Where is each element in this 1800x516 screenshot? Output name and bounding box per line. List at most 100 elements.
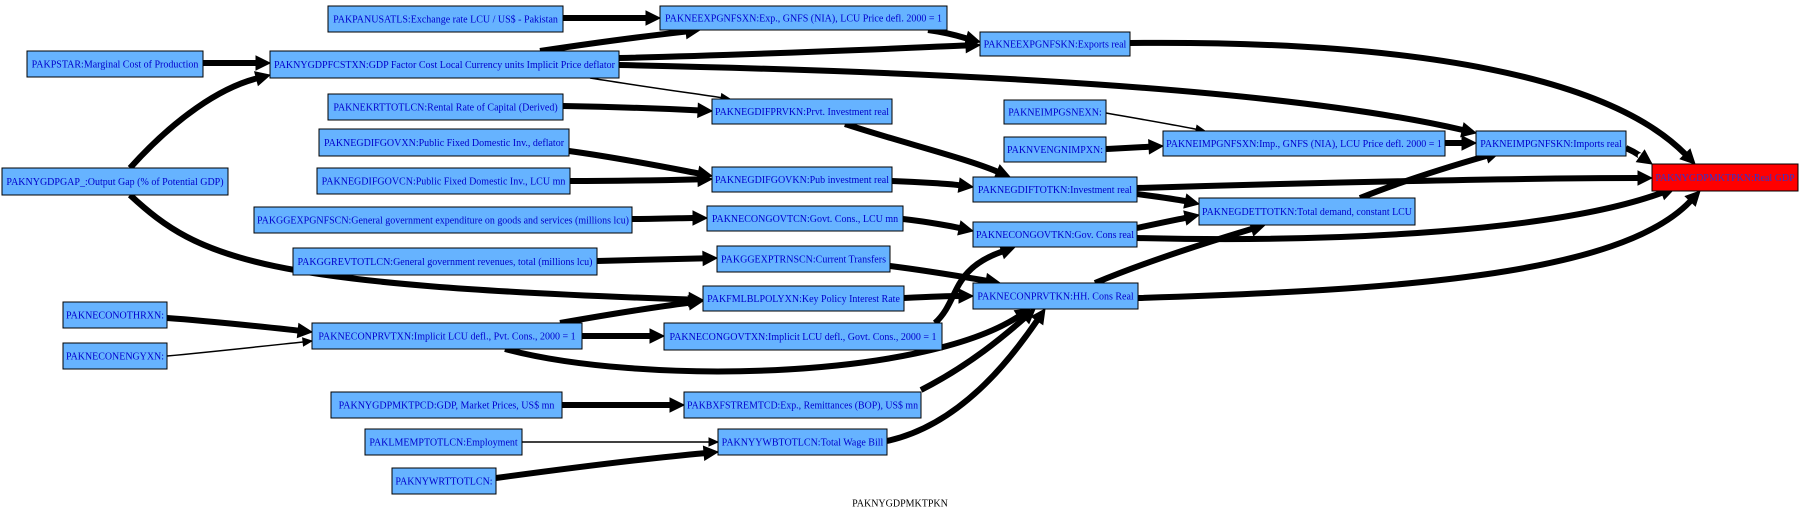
node-label: PAKNVENGNIMPXN: bbox=[1007, 145, 1103, 156]
edge-line bbox=[927, 27, 968, 42]
node-paknegdiftotkn[interactable]: PAKNEGDIFTOTKN:Investment real bbox=[972, 176, 1138, 203]
edge-line bbox=[902, 216, 960, 231]
edge-line bbox=[127, 192, 690, 303]
node-box bbox=[979, 31, 1131, 57]
node-paklmemptotlcn[interactable]: PAKLMEMPTOTLCN:Employment bbox=[364, 428, 523, 456]
node-pakfmlblpolyxn[interactable]: PAKFMLBLPOLYXN:Key Policy Interest Rate bbox=[702, 285, 905, 312]
node-pakneconkovtkn[interactable]: PAKNECONGOVTKN:Gov. Cons real bbox=[972, 221, 1138, 248]
edge-line bbox=[1136, 214, 1186, 231]
edge-line bbox=[889, 263, 987, 284]
edge-pakneimpgsnexn-to-pakneimpgnfsxn bbox=[1105, 112, 1207, 134]
node-paknygdpmktpkn[interactable]: PAKNYGDPMKTPKN:Real GDP bbox=[1651, 163, 1799, 192]
node-box bbox=[717, 428, 888, 456]
node-box bbox=[702, 285, 905, 312]
edge-pakneconothrxn-to-pakneconprvtxn bbox=[166, 315, 314, 339]
node-label: PAKNECONPRVTKN:HH. Cons Real bbox=[977, 291, 1134, 302]
node-label: PAKNEEXPGNFSKN:Exports real bbox=[984, 39, 1127, 50]
arrowhead-icon bbox=[1183, 193, 1201, 209]
edge-pakfmlblpolyxn-to-pakneconprvtkn bbox=[903, 288, 975, 304]
edge-pakneimpgnfsxn-to-pakneimpgnfskn bbox=[1444, 135, 1478, 151]
arrowhead-icon bbox=[1679, 148, 1696, 165]
node-box bbox=[269, 50, 620, 79]
arrowhead-icon bbox=[965, 37, 982, 54]
node-paknekrttotlcn[interactable]: PAKNEKRTTOTLCN:Rental Rate of Capital (D… bbox=[327, 93, 564, 121]
node-label: PAKGGREVTOTLCN:General government revenu… bbox=[298, 257, 593, 268]
node-paknegdifgovcn[interactable]: PAKNEGDIFGOVCN:Public Fixed Domestic Inv… bbox=[316, 167, 571, 195]
edge-pakneconengyxn-to-pakneconprvtxn bbox=[166, 337, 314, 357]
edge-line bbox=[891, 178, 960, 189]
node-pakneconkovtcn[interactable]: PAKNECONGOVTCN:Govt. Cons., LCU mn bbox=[706, 205, 904, 232]
node-label: PAKNEGDIFGOVXN:Public Fixed Domestic Inv… bbox=[324, 138, 565, 149]
edge-line bbox=[1105, 143, 1150, 152]
node-label: PAKGGEXPTRNSCN:Current Transfers bbox=[721, 254, 886, 265]
node-pakneconengyxn[interactable]: PAKNECONENGYXN: bbox=[62, 342, 168, 370]
node-box bbox=[292, 247, 598, 276]
node-pakggrevtotlcn[interactable]: PAKGGREVTOTLCN:General government revenu… bbox=[292, 247, 598, 276]
edge-line bbox=[166, 341, 304, 357]
edge-line bbox=[539, 28, 687, 54]
node-label: PAKPSTAR:Marginal Cost of Production bbox=[32, 59, 199, 70]
arrowhead-icon bbox=[302, 337, 314, 347]
node-box bbox=[62, 342, 168, 370]
edge-line bbox=[1105, 112, 1197, 130]
edge-pakpanusatls-to-pakneexpgnfsxn bbox=[563, 10, 662, 26]
edge-pakneconprvtxn-to-pakneconkovtxn bbox=[582, 328, 666, 344]
node-label: PAKNECONOTHRXN: bbox=[66, 310, 164, 321]
edge-paknywrttotlcn-to-paknyywbtotlcn bbox=[495, 445, 720, 481]
arrowhead-icon bbox=[702, 445, 720, 462]
arrowhead-icon bbox=[1635, 149, 1653, 165]
node-paknywrttotlcn[interactable]: PAKNYWRTTOTLCN: bbox=[391, 467, 497, 495]
node-label: PAKNYYWBTOTLCN:Total Wage Bill bbox=[722, 437, 884, 448]
node-label: PAKNECONGOVTXN:Implicit LCU defl., Govt.… bbox=[670, 332, 937, 343]
node-pakneimpgsnexn[interactable]: PAKNEIMPGSNEXN: bbox=[1003, 99, 1107, 125]
arrowhead-icon bbox=[1684, 190, 1701, 207]
arrowhead-icon bbox=[687, 295, 705, 311]
node-paknygdpgap[interactable]: PAKNYGDPGAP_:Output Gap (% of Potential … bbox=[1, 167, 229, 196]
node-pakpstar[interactable]: PAKPSTAR:Marginal Cost of Production bbox=[26, 50, 204, 78]
edge-line bbox=[127, 75, 258, 171]
node-pakneconkovtxn[interactable]: PAKNECONGOVTXN:Implicit LCU defl., Govt.… bbox=[663, 322, 943, 351]
node-label: PAKNEGDETTOTKN:Total demand, constant LC… bbox=[1202, 207, 1413, 218]
edge-line bbox=[495, 450, 705, 481]
node-pakneimpgnfskn[interactable]: PAKNEIMPGNFSKN:Imports real bbox=[1475, 130, 1627, 157]
node-box bbox=[1162, 130, 1446, 157]
node-pakggexpgnfscn[interactable]: PAKGGEXPGNFSCN:General government expend… bbox=[253, 206, 633, 234]
node-box bbox=[711, 98, 893, 125]
node-pakggexptrnscn[interactable]: PAKGGEXPTRNSCN:Current Transfers bbox=[716, 245, 891, 273]
node-box bbox=[364, 428, 523, 456]
node-label: PAKLMEMPTOTLCN:Employment bbox=[369, 437, 518, 448]
arrowhead-icon bbox=[254, 71, 272, 87]
node-label: PAKNECONGOVTKN:Gov. Cons real bbox=[976, 230, 1134, 241]
node-box bbox=[683, 391, 922, 419]
node-label: PAKNYGDPFCSTXN:GDP Factor Cost Local Cur… bbox=[274, 60, 616, 71]
node-paknegdettotkn[interactable]: PAKNEGDETTOTKN:Total demand, constant LC… bbox=[1198, 197, 1416, 226]
node-pakneexpgnfskn[interactable]: PAKNEEXPGNFSKN:Exports real bbox=[979, 31, 1131, 57]
node-pakpanusatls[interactable]: PAKPANUSATLS:Exchange rate LCU / US$ - P… bbox=[327, 5, 564, 33]
edge-paknygdpgap-to-paknygdpfcstxn bbox=[127, 71, 272, 171]
node-box bbox=[26, 50, 204, 78]
node-pakneexpgnfsxn[interactable]: PAKNEEXPGNFSXN:Exp., GNFS (NIA), LCU Pri… bbox=[659, 5, 948, 31]
arrowhead-icon bbox=[993, 164, 1012, 179]
node-box bbox=[663, 322, 943, 351]
node-label: PAKNEEXPGNFSXN:Exp., GNFS (NIA), LCU Pri… bbox=[665, 13, 942, 24]
edge-pakneimpgnfskn-to-paknygdpmktpkn bbox=[1624, 145, 1653, 165]
edge-paknygdpfcstxn-to-paknegdifprvkn bbox=[589, 77, 732, 103]
node-label: PAKFMLBLPOLYXN:Key Policy Interest Rate bbox=[707, 294, 900, 305]
node-pakneconprvtxn[interactable]: PAKNECONPRVTXN:Implicit LCU defl., Pvt. … bbox=[311, 322, 583, 350]
node-paknygdpmktpcd[interactable]: PAKNYGDPMKTPCD:GDP, Market Prices, US$ m… bbox=[330, 391, 563, 419]
node-paknegdifprvkn[interactable]: PAKNEGDIFPRVKN:Prvt. Investment real bbox=[711, 98, 893, 125]
node-pakbxfstremtcd[interactable]: PAKBXFSTREMTCD:Exp., Remittances (BOP), … bbox=[683, 391, 922, 419]
node-paknegdifgovxn[interactable]: PAKNEGDIFGOVXN:Public Fixed Domestic Inv… bbox=[318, 128, 570, 157]
node-pakneconothrxn[interactable]: PAKNECONOTHRXN: bbox=[62, 301, 168, 329]
edge-line bbox=[1093, 226, 1253, 286]
node-paknegdifgovkn[interactable]: PAKNEGDIFGOVKN:Pub investment real bbox=[711, 166, 893, 193]
node-paknvengnimpxn[interactable]: PAKNVENGNIMPXN: bbox=[1003, 136, 1107, 163]
node-paknyywbtotlcn[interactable]: PAKNYYWBTOTLCN:Total Wage Bill bbox=[717, 428, 888, 456]
node-pakneconprvtkn[interactable]: PAKNECONPRVTKN:HH. Cons Real bbox=[972, 282, 1139, 310]
edge-pakneconkovtcn-to-pakneconkovtkn bbox=[902, 216, 975, 236]
arrowhead-icon bbox=[1030, 308, 1046, 326]
node-label: PAKPANUSATLS:Exchange rate LCU / US$ - P… bbox=[333, 14, 558, 25]
node-box bbox=[972, 282, 1139, 310]
node-paknygdpfcstxn[interactable]: PAKNYGDPFCSTXN:GDP Factor Cost Local Cur… bbox=[269, 50, 620, 79]
node-pakneimpgnfsxn[interactable]: PAKNEIMPGNFSXN:Imp., GNFS (NIA), LCU Pri… bbox=[1162, 130, 1446, 157]
